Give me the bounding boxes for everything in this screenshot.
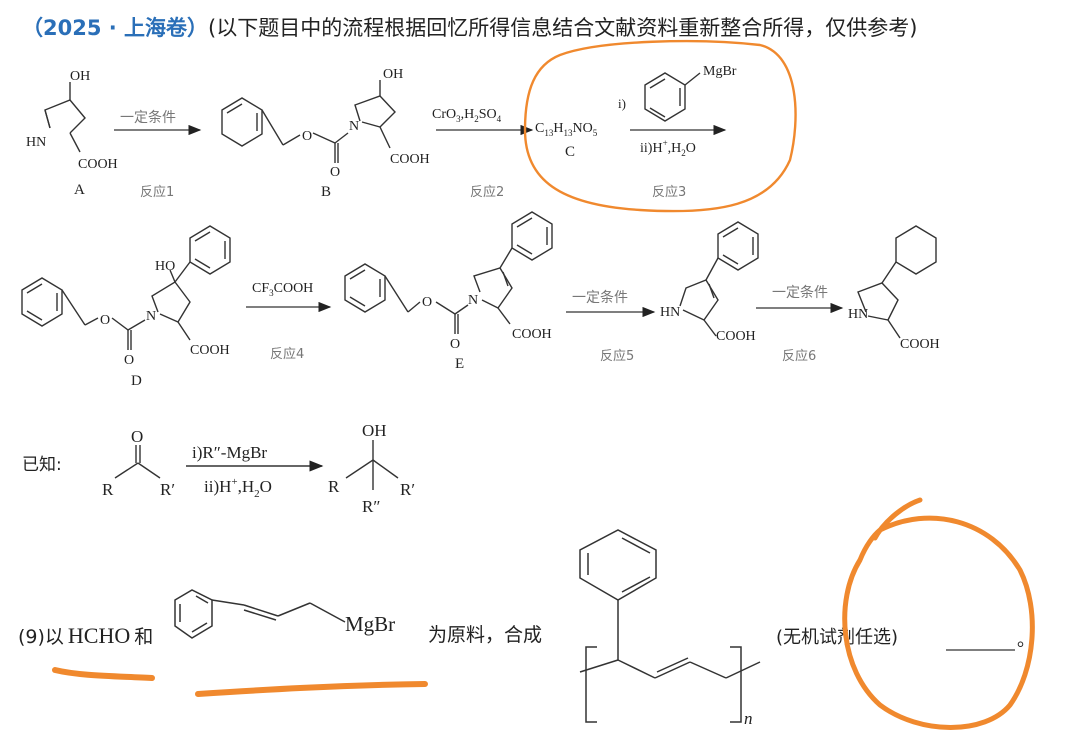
exam-source: （2025 · 上海卷） — [22, 16, 209, 40]
f-cooh: COOH — [716, 329, 756, 344]
f-hn: HN — [660, 305, 680, 320]
annotation-underline-grignard — [195, 681, 428, 697]
d-o: O — [100, 313, 110, 328]
label-a: A — [74, 182, 85, 198]
b-o: O — [302, 129, 312, 144]
a-hn: HN — [26, 135, 46, 150]
header-note: (以下题目中的流程根据回忆所得信息结合文献资料重新整合所得，仅供参考) — [208, 16, 918, 40]
d-cooh: COOH — [190, 343, 230, 358]
known-r: R — [102, 480, 114, 499]
known-o: O — [131, 427, 143, 446]
g-hn: HN — [848, 307, 868, 322]
phenylmgbr-reagent — [644, 72, 701, 122]
r3-mgbr: MgBr — [703, 64, 737, 79]
c-formula: C13H13NO5 — [535, 121, 598, 138]
q9-middle: 为原料，合成 — [428, 624, 542, 646]
r1-label: 反应1 — [140, 184, 174, 200]
compound-e — [344, 211, 553, 334]
r6-label: 反应6 — [782, 348, 816, 364]
label-b: B — [321, 184, 331, 200]
known-prefix: 已知: — [22, 455, 62, 475]
compound-d — [21, 225, 231, 350]
r3-label: 反应3 — [652, 184, 686, 200]
r3-step2: ii)H+,H2O — [640, 138, 696, 158]
b-carbonyl-o: O — [330, 165, 340, 180]
annotation-circle-answer — [842, 497, 1035, 730]
d-n: N — [146, 309, 156, 324]
r5-condition: 一定条件 — [572, 289, 628, 306]
d-carbonyl-o: O — [124, 353, 134, 368]
label-c: C — [565, 144, 575, 160]
known-step1: i)R″-MgBr — [192, 443, 267, 462]
product-r: R — [328, 477, 340, 496]
annotation-underline-hcho — [52, 667, 155, 681]
known-step2: ii)H+,H2O — [204, 476, 272, 500]
annotation-circle-reaction3 — [523, 39, 797, 213]
alcohol-product — [345, 440, 399, 490]
q9-suffix: (无机试剂任选) — [776, 627, 898, 648]
r4-label: 反应4 — [270, 346, 304, 362]
cinnamyl-grignard-reagent — [174, 589, 346, 639]
r2-label: 反应2 — [470, 184, 504, 200]
compound-f — [679, 221, 759, 337]
a-cooh: COOH — [78, 157, 118, 172]
label-d: D — [131, 373, 142, 389]
d-ho: HO — [155, 259, 175, 274]
q9-mgbr: MgBr — [345, 612, 395, 636]
product-r1: R′ — [400, 480, 415, 499]
a-oh: OH — [70, 69, 90, 84]
polymer-target — [579, 529, 761, 723]
compound-g — [857, 225, 937, 339]
b-cooh: COOH — [390, 152, 430, 167]
e-o: O — [422, 295, 432, 310]
known-r1: R′ — [160, 480, 175, 499]
compound-b — [221, 80, 396, 163]
b-oh: OH — [383, 67, 403, 82]
g-cooh: COOH — [900, 337, 940, 352]
e-carbonyl-o: O — [450, 337, 460, 352]
b-n: N — [349, 119, 359, 134]
e-n: N — [468, 293, 478, 308]
product-r2: R″ — [362, 497, 380, 516]
label-e: E — [455, 356, 464, 372]
r5-label: 反应5 — [600, 348, 634, 364]
ketone-reactant — [114, 445, 161, 479]
r1-condition: 一定条件 — [120, 109, 176, 126]
e-cooh: COOH — [512, 327, 552, 342]
product-oh: OH — [362, 421, 387, 440]
compound-a — [44, 82, 86, 153]
r4-reagent: CF3COOH — [252, 281, 313, 298]
r3-step1: i) — [618, 96, 626, 111]
r6-condition: 一定条件 — [772, 284, 828, 301]
question-header: （2025 · 上海卷）(以下题目中的流程根据回忆所得信息结合文献资料重新整合所… — [22, 12, 917, 42]
polymer-n: n — [744, 709, 753, 728]
r2-reagents: CrO3,H2SO4 — [432, 107, 502, 124]
